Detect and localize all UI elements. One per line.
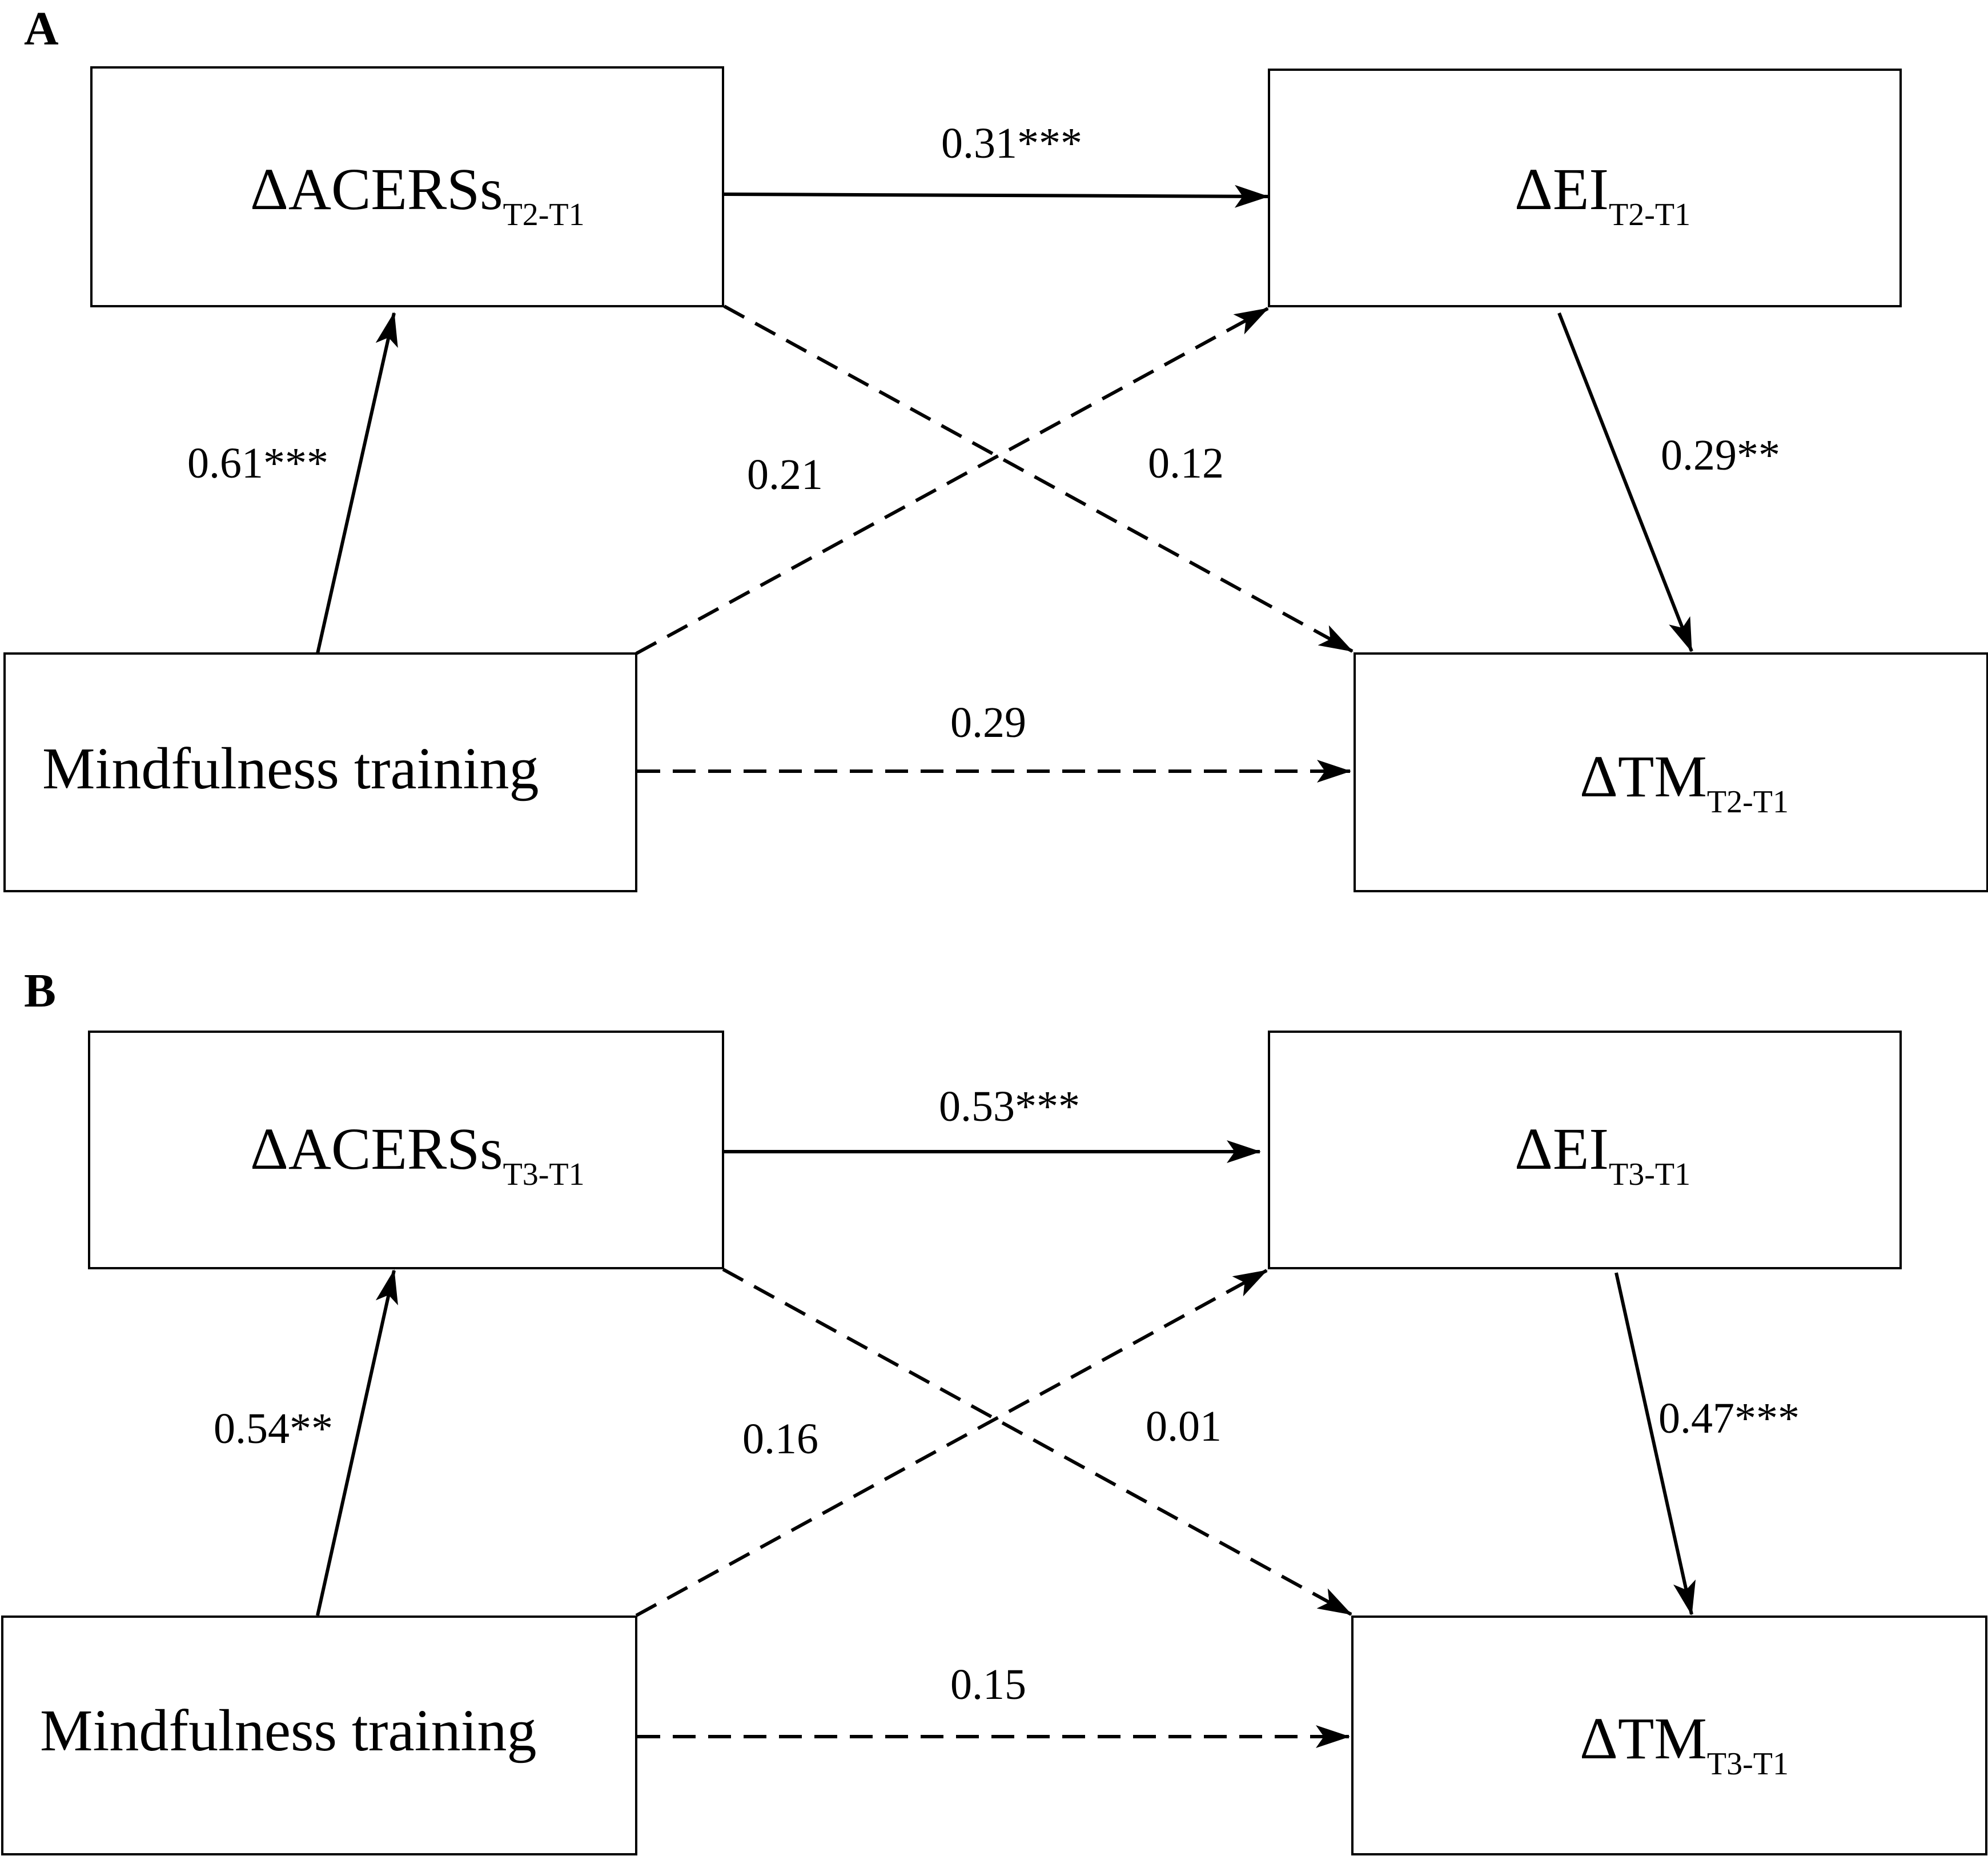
path-acers-to-ei xyxy=(724,185,1269,208)
acers-node-label: ΔACERSsT3-T1 xyxy=(250,1116,585,1192)
panel-a: A ΔACERSsT2-T1 ΔEIT2-T1 Mindfulness trai… xyxy=(3,2,1988,892)
acers-node-label: ΔACERSsT2-T1 xyxy=(250,157,585,232)
mindfulness-node-label: Mindfulness training xyxy=(40,1698,536,1763)
path-acers-to-tm xyxy=(723,304,1354,653)
coef-acers-to-tm: 0.12 xyxy=(1148,439,1224,487)
panel-b-label: B xyxy=(24,964,56,1017)
tm-node-label: ΔTMT2-T1 xyxy=(1580,744,1789,820)
acers-box xyxy=(88,1031,724,1269)
path-mindfulness-to-ei xyxy=(635,1269,1268,1617)
path-ei-to-tm xyxy=(1557,312,1693,652)
coef-acers-to-ei: 0.31*** xyxy=(941,119,1082,167)
coef-acers-to-ei: 0.53*** xyxy=(939,1083,1080,1131)
coef-mindfulness-to-acers: 0.54** xyxy=(214,1405,333,1453)
panel-b: B ΔACERSsT3-T1 ΔEIT3-T1 Mindfulness trai… xyxy=(1,964,1987,1855)
tm-node-label: ΔTMT3-T1 xyxy=(1580,1706,1789,1782)
ei-box xyxy=(1268,69,1902,307)
path-ei-to-tm xyxy=(1615,1272,1696,1616)
coef-ei-to-tm: 0.47*** xyxy=(1658,1394,1800,1442)
path-mindfulness-to-ei xyxy=(635,307,1269,655)
coef-ei-to-tm: 0.29** xyxy=(1661,431,1780,479)
mindfulness-box xyxy=(3,652,637,892)
panel-a-label: A xyxy=(24,2,59,55)
coef-mindfulness-to-ei: 0.16 xyxy=(742,1415,818,1463)
path-mindfulness-to-acers xyxy=(316,1269,398,1616)
coef-mindfulness-to-ei: 0.21 xyxy=(747,451,823,499)
coef-mindfulness-to-acers: 0.61*** xyxy=(187,439,328,487)
tm-box xyxy=(1351,1616,1987,1855)
coef-mindfulness-to-tm: 0.15 xyxy=(950,1661,1026,1709)
tm-box xyxy=(1354,652,1988,892)
ei-node-label: ΔEIT2-T1 xyxy=(1515,157,1690,232)
acers-box xyxy=(90,66,724,307)
coef-mindfulness-to-tm: 0.29 xyxy=(950,699,1026,747)
path-acers-to-tm xyxy=(722,1268,1352,1616)
mindfulness-node-label: Mindfulness training xyxy=(42,736,539,801)
coef-acers-to-tm: 0.01 xyxy=(1146,1402,1222,1450)
ei-node-label: ΔEIT3-T1 xyxy=(1515,1116,1690,1192)
mindfulness-box xyxy=(1,1616,637,1855)
path-mindfulness-to-acers xyxy=(316,312,398,654)
ei-box xyxy=(1268,1031,1902,1269)
